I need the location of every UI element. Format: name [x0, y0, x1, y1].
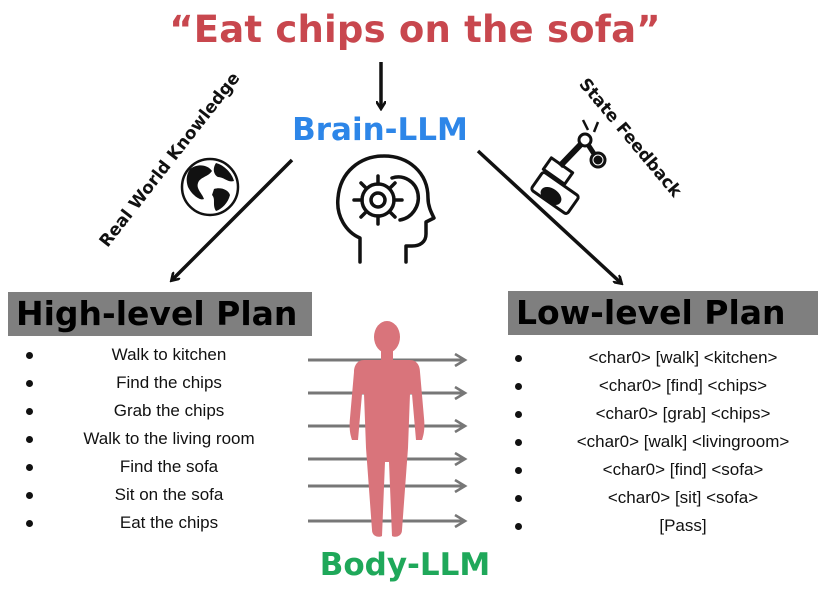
bullet-icon — [515, 355, 522, 362]
low-level-plan-list: <char0> [walk] <kitchen> <char0> [find] … — [500, 344, 830, 540]
high-level-plan-list: Walk to kitchen Find the chips Grab the … — [0, 341, 300, 537]
list-item: <char0> [grab] <chips> — [500, 400, 830, 428]
list-item: Find the chips — [0, 369, 300, 397]
bullet-icon — [515, 411, 522, 418]
brain-head-icon — [336, 154, 436, 264]
bullet-icon — [26, 436, 33, 443]
bullet-icon — [26, 408, 33, 415]
human-body-icon — [349, 321, 425, 537]
globe-icon — [180, 157, 240, 217]
step-text: Find the chips — [116, 373, 222, 392]
bullet-icon — [26, 352, 33, 359]
arrow-brain-to-low-level — [476, 149, 621, 283]
bullet-icon — [515, 495, 522, 502]
bullet-icon — [515, 523, 522, 530]
task-title: “Eat chips on the sofa” — [169, 8, 661, 51]
step-text: <char0> [find] <sofa> — [602, 460, 764, 479]
list-item: Eat the chips — [0, 509, 300, 537]
list-item: Walk to kitchen — [0, 341, 300, 369]
bullet-icon — [26, 380, 33, 387]
list-item: Sit on the sofa — [0, 481, 300, 509]
arrow-brain-to-high-level — [172, 158, 294, 280]
step-text: Walk to kitchen — [111, 345, 227, 364]
bullet-icon — [26, 492, 33, 499]
step-text: Walk to the living room — [83, 429, 255, 448]
step-text: Grab the chips — [113, 401, 225, 420]
list-item: <char0> [walk] <kitchen> — [500, 344, 830, 372]
step-text: <char0> [walk] <livingroom> — [576, 432, 790, 451]
list-item: Grab the chips — [0, 397, 300, 425]
step-text: <char0> [walk] <kitchen> — [588, 348, 778, 367]
bullet-icon — [515, 467, 522, 474]
step-text: <char0> [find] <chips> — [598, 376, 768, 395]
bullet-icon — [26, 520, 33, 527]
bullet-icon — [515, 439, 522, 446]
high-level-plan-heading: High-level Plan — [8, 292, 312, 336]
step-text: Sit on the sofa — [114, 485, 224, 504]
step-text: <char0> [grab] <chips> — [595, 404, 771, 423]
list-item: <char0> [find] <chips> — [500, 372, 830, 400]
step-text: Eat the chips — [119, 513, 219, 532]
list-item: <char0> [walk] <livingroom> — [500, 428, 830, 456]
bullet-icon — [515, 383, 522, 390]
body-llm-label: Body-LLM — [319, 547, 491, 583]
low-level-plan-heading: Low-level Plan — [508, 291, 818, 335]
step-text: Find the sofa — [119, 457, 219, 476]
step-text: [Pass] — [659, 516, 707, 535]
list-item: <char0> [sit] <sofa> — [500, 484, 830, 512]
step-text: <char0> [sit] <sofa> — [607, 488, 759, 507]
list-item: Find the sofa — [0, 453, 300, 481]
robot-arm-icon — [530, 119, 607, 215]
list-item: [Pass] — [500, 512, 830, 540]
list-item: Walk to the living room — [0, 425, 300, 453]
list-item: <char0> [find] <sofa> — [500, 456, 830, 484]
brain-llm-label: Brain-LLM — [292, 112, 468, 148]
bullet-icon — [26, 464, 33, 471]
